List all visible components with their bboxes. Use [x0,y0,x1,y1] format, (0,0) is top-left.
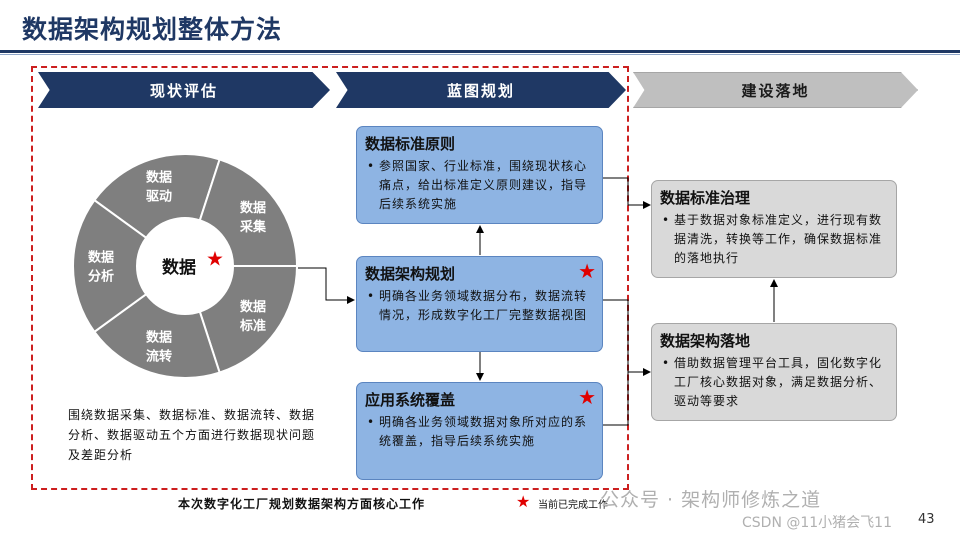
wheel-segment-label: 驱动 [146,190,172,205]
wheel-segment-label: 数据 [240,299,266,315]
page-title: 数据架构规划整体方法 [22,15,283,44]
wheel-segment-label: 数据 [240,200,266,216]
wheel-segment [92,292,221,379]
phase-blueprint: 蓝图规划 [336,72,626,108]
card-architecture-plan-title: 数据架构规划 [365,265,456,283]
completed-star-icon: ★ [578,259,596,283]
wheel-segment-label: 标准 [239,318,266,334]
completed-star-icon: ★ [578,385,596,409]
wheel-segment [92,153,221,240]
wheel-center-star-icon: ★ [206,247,224,271]
wheel-segment-label: 流转 [146,348,172,364]
page-number: 43 [918,512,935,527]
phase-construction-label: 建设落地 [741,81,810,100]
arrow-wheel-to-architecture [298,267,355,304]
card-architecture-plan-body: 明确各业务领域数据分布，数据流转情况，形成数字化工厂完整数据视图 [365,287,594,325]
wheel-segment [198,158,299,267]
legend-star-icon: ★ [516,492,531,511]
wheel-segment-label: 数据 [146,170,172,186]
wheel-segment-label: 数据 [88,250,114,266]
card-architecture-landing-body: 借助数据管理平台工具，固化数字化工厂核心数据对象，满足数据分析、驱动等要求 [660,354,888,411]
data-wheel: 数据驱动数据采集数据标准数据流转数据分析数据★ [72,153,299,379]
wheel-center-label: 数据 [162,257,196,278]
wheel-segment [72,198,148,334]
watermark-wechat: 公众号 · 架构师修炼之道 [600,489,822,511]
arrow-application-to-landing [603,372,629,426]
current-scope-frame [31,66,629,490]
card-standards-governance: 数据标准治理 基于数据对象标准定义，进行现有数据清洗，转换等工作，确保数据标准的… [651,180,897,278]
title-rule [0,50,960,53]
wheel-segment-label: 分析 [88,269,114,285]
card-application-coverage: 应用系统覆盖 明确各业务领域数据对象所对应的系统覆盖，指导后续系统实施 ★ [356,382,603,480]
phase-assessment-label: 现状评估 [149,81,218,100]
phase-construction: 建设落地 [633,72,918,108]
arrow-standards-to-governance [603,177,651,209]
wheel-segment [198,265,299,374]
card-standards-principle-body: 参照国家、行业标准，围绕现状核心痛点，给出标准定义原则建议，指导后续系统实施 [365,157,594,214]
legend-text: 当前已完成工作 [538,500,608,511]
arrow-architecture-to-landing [603,299,651,376]
card-architecture-landing-title: 数据架构落地 [660,332,751,350]
watermark-csdn: CSDN @11小猪会飞11 [742,515,892,531]
card-application-coverage-body: 明确各业务领域数据对象所对应的系统覆盖，指导后续系统实施 [365,413,594,451]
card-standards-principle-title: 数据标准原则 [365,135,456,153]
card-standards-governance-body: 基于数据对象标准定义，进行现有数据清洗，转换等工作，确保数据标准的落地执行 [660,211,888,268]
card-standards-governance-title: 数据标准治理 [660,189,751,207]
card-standards-principle: 数据标准原则 参照国家、行业标准，围绕现状核心痛点，给出标准定义原则建议，指导后… [356,126,603,224]
footer-note: 本次数字化工厂规划数据架构方面核心工作 [178,497,426,511]
card-application-coverage-title: 应用系统覆盖 [365,391,456,409]
card-architecture-landing: 数据架构落地 借助数据管理平台工具，固化数字化工厂核心数据对象，满足数据分析、驱… [651,323,897,421]
wheel-segment-label: 数据 [146,329,172,345]
wheel-center [139,220,231,312]
wheel-caption: 围绕数据采集、数据标准、数据流转、数据分析、数据驱动五个方面进行数据现状问题及差… [68,408,316,462]
card-architecture-plan: 数据架构规划 明确各业务领域数据分布，数据流转情况，形成数字化工厂完整数据视图 … [356,256,603,352]
phase-blueprint-label: 蓝图规划 [446,81,515,100]
phase-assessment: 现状评估 [38,72,330,108]
title-rule-thin [0,54,960,55]
wheel-segment-label: 采集 [239,219,267,235]
